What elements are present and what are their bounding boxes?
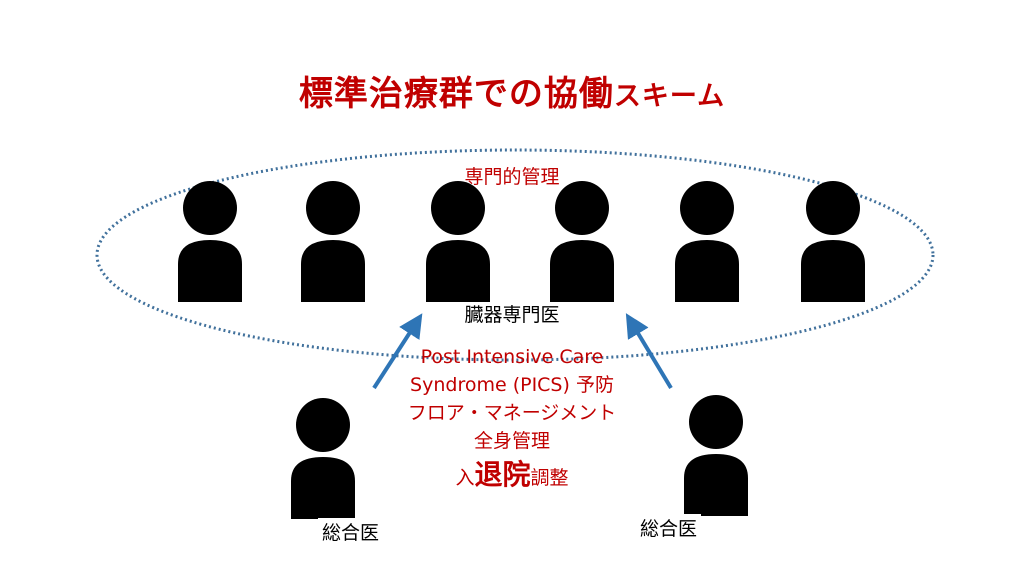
- role-line-5-prefix: 入: [455, 467, 475, 489]
- role-line-5: 入退院調整: [312, 461, 712, 492]
- role-line-1: Post Intensive Care: [420, 346, 604, 368]
- generalist-label-right: 総合医: [636, 514, 702, 541]
- role-line-2: Syndrome (PICS) 予防: [410, 374, 614, 396]
- specialist-person-icon: [550, 181, 614, 302]
- page-title: 標準治療群での協働スキーム: [0, 66, 1024, 115]
- specialist-label: 臓器専門医: [464, 304, 560, 326]
- title-main: 標準治療群での協働: [298, 74, 614, 114]
- role-line-5-suffix: 調整: [530, 467, 569, 489]
- title-suffix: スキーム: [613, 81, 726, 112]
- specialist-person-icon: [178, 181, 242, 302]
- specialist-person-icon: [301, 181, 365, 302]
- role-line-5-emphasis: 退院: [474, 458, 531, 491]
- role-line-3: フロア・マネージメント: [407, 402, 617, 424]
- arrow-right-to-specialists: [625, 313, 673, 390]
- specialist-person-icon: [426, 181, 490, 302]
- specialist-person-icon: [675, 181, 739, 302]
- generalist-label-left: 総合医: [318, 518, 384, 545]
- specialist-group-heading: 専門的管理: [464, 166, 560, 188]
- specialist-group-ellipse: [95, 148, 935, 362]
- role-line-4: 全身管理: [473, 430, 550, 452]
- specialist-person-icon: [801, 181, 865, 302]
- generalist-roles: Post Intensive Care Syndrome (PICS) 予防 フ…: [312, 343, 712, 492]
- arrow-left-to-specialists: [372, 313, 423, 390]
